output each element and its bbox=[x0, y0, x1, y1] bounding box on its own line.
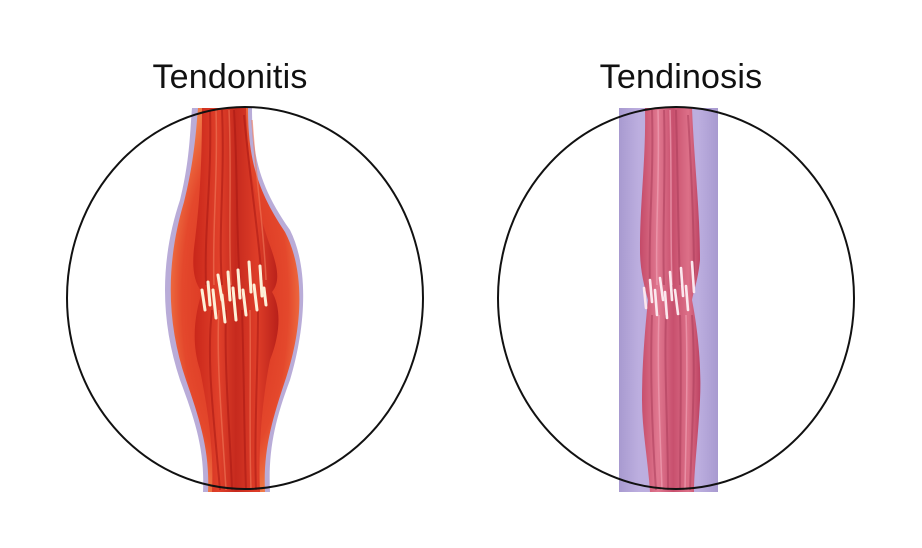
tendonitis-title: Tendonitis bbox=[152, 58, 308, 96]
tendinosis-panel bbox=[619, 108, 718, 492]
damaged-fibers bbox=[642, 260, 696, 320]
tendon-fibers bbox=[648, 109, 695, 491]
tendon-fibers bbox=[204, 109, 263, 491]
tendinosis-circle bbox=[497, 106, 855, 490]
tendonitis-circle bbox=[66, 106, 424, 490]
tendonitis-panel bbox=[165, 108, 304, 492]
tendon-body bbox=[640, 108, 701, 492]
tendinosis-title: Tendinosis bbox=[599, 58, 763, 96]
damaged-fibers bbox=[200, 260, 268, 324]
